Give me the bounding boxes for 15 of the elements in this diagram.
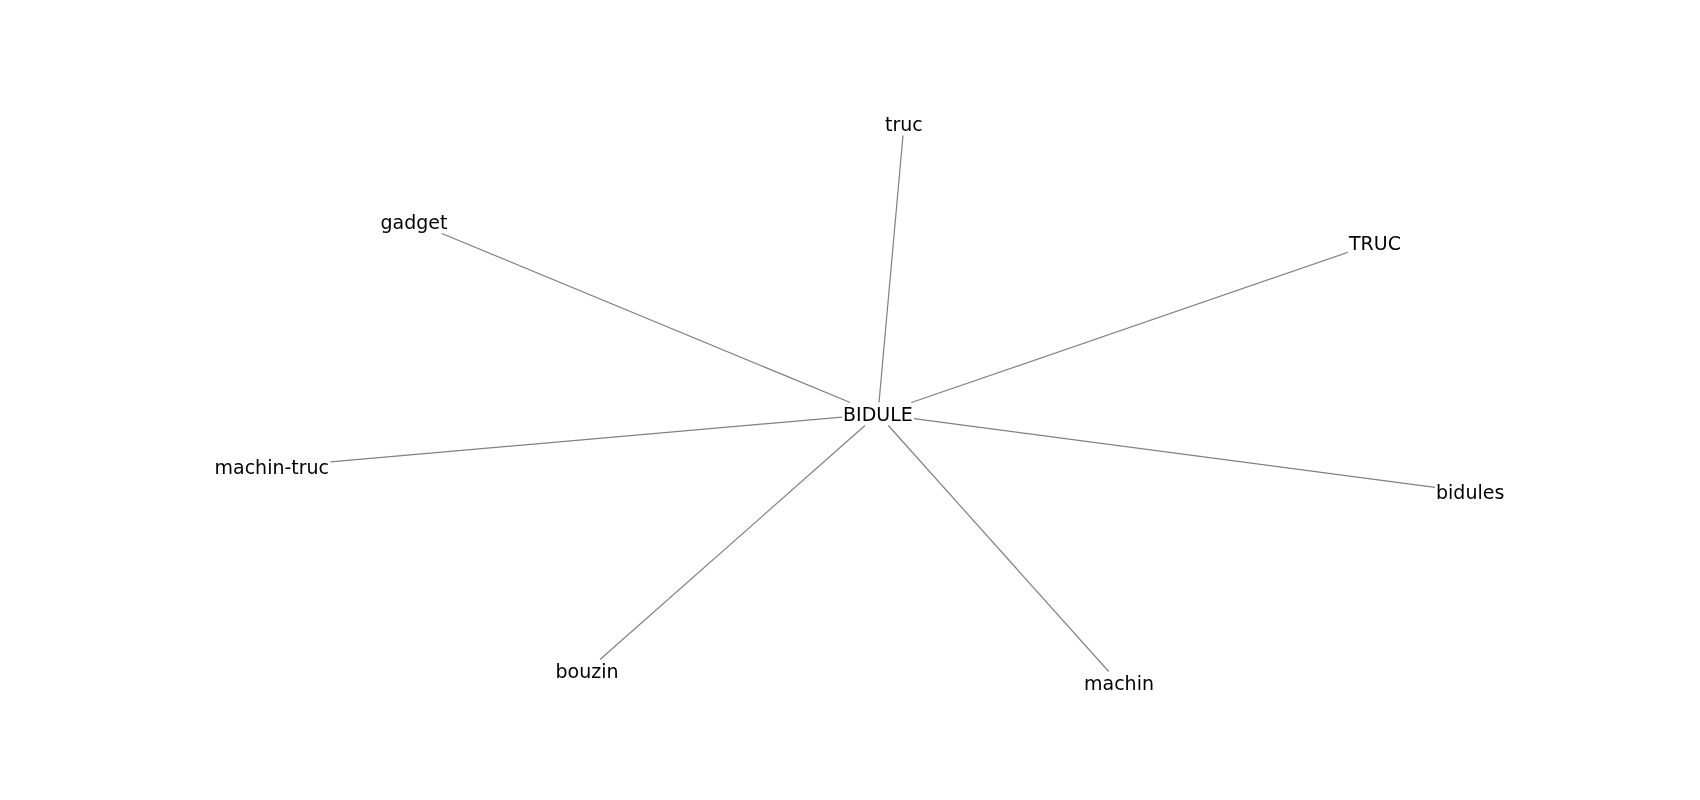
word-label: truc	[884, 112, 924, 136]
connector-line	[599, 424, 866, 661]
word-label: bouzin	[554, 659, 620, 683]
connector-line	[878, 134, 904, 404]
word-label: machin-truc	[213, 455, 331, 479]
word-label: machin	[1083, 671, 1155, 695]
word-label: bidules	[1435, 480, 1506, 504]
connector-line	[887, 424, 1110, 673]
word-label: TRUC	[1348, 231, 1402, 255]
word-label: BIDULE	[842, 402, 914, 426]
connector-line	[441, 232, 851, 404]
connector-line	[329, 416, 843, 463]
connector-line	[913, 418, 1436, 488]
word-label: gadget	[379, 210, 449, 234]
connector-line	[910, 251, 1349, 404]
